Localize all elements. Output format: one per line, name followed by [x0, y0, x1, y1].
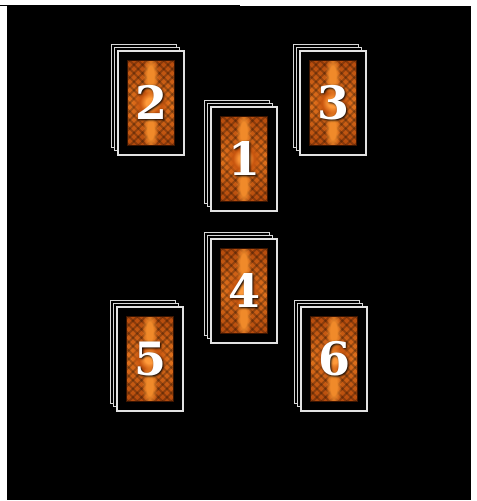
card-position-3[interactable]: 3	[293, 44, 368, 156]
tarot-card-back: 4	[210, 238, 278, 344]
card-position-4[interactable]: 4	[204, 232, 279, 344]
card-position-5[interactable]: 5	[110, 300, 185, 412]
tarot-card-back: 1	[210, 106, 278, 212]
card-number: 2	[119, 80, 183, 126]
card-number: 6	[302, 336, 366, 382]
tarot-card-back: 6	[300, 306, 368, 412]
card-number: 5	[118, 336, 182, 382]
tarot-card-back: 2	[117, 50, 185, 156]
card-number: 1	[212, 136, 276, 182]
tarot-card-back: 5	[116, 306, 184, 412]
card-number: 3	[301, 80, 365, 126]
card-position-1[interactable]: 1	[204, 100, 279, 212]
card-position-6[interactable]: 6	[294, 300, 369, 412]
card-number: 4	[212, 268, 276, 314]
card-position-2[interactable]: 2	[111, 44, 186, 156]
tarot-card-back: 3	[299, 50, 367, 156]
